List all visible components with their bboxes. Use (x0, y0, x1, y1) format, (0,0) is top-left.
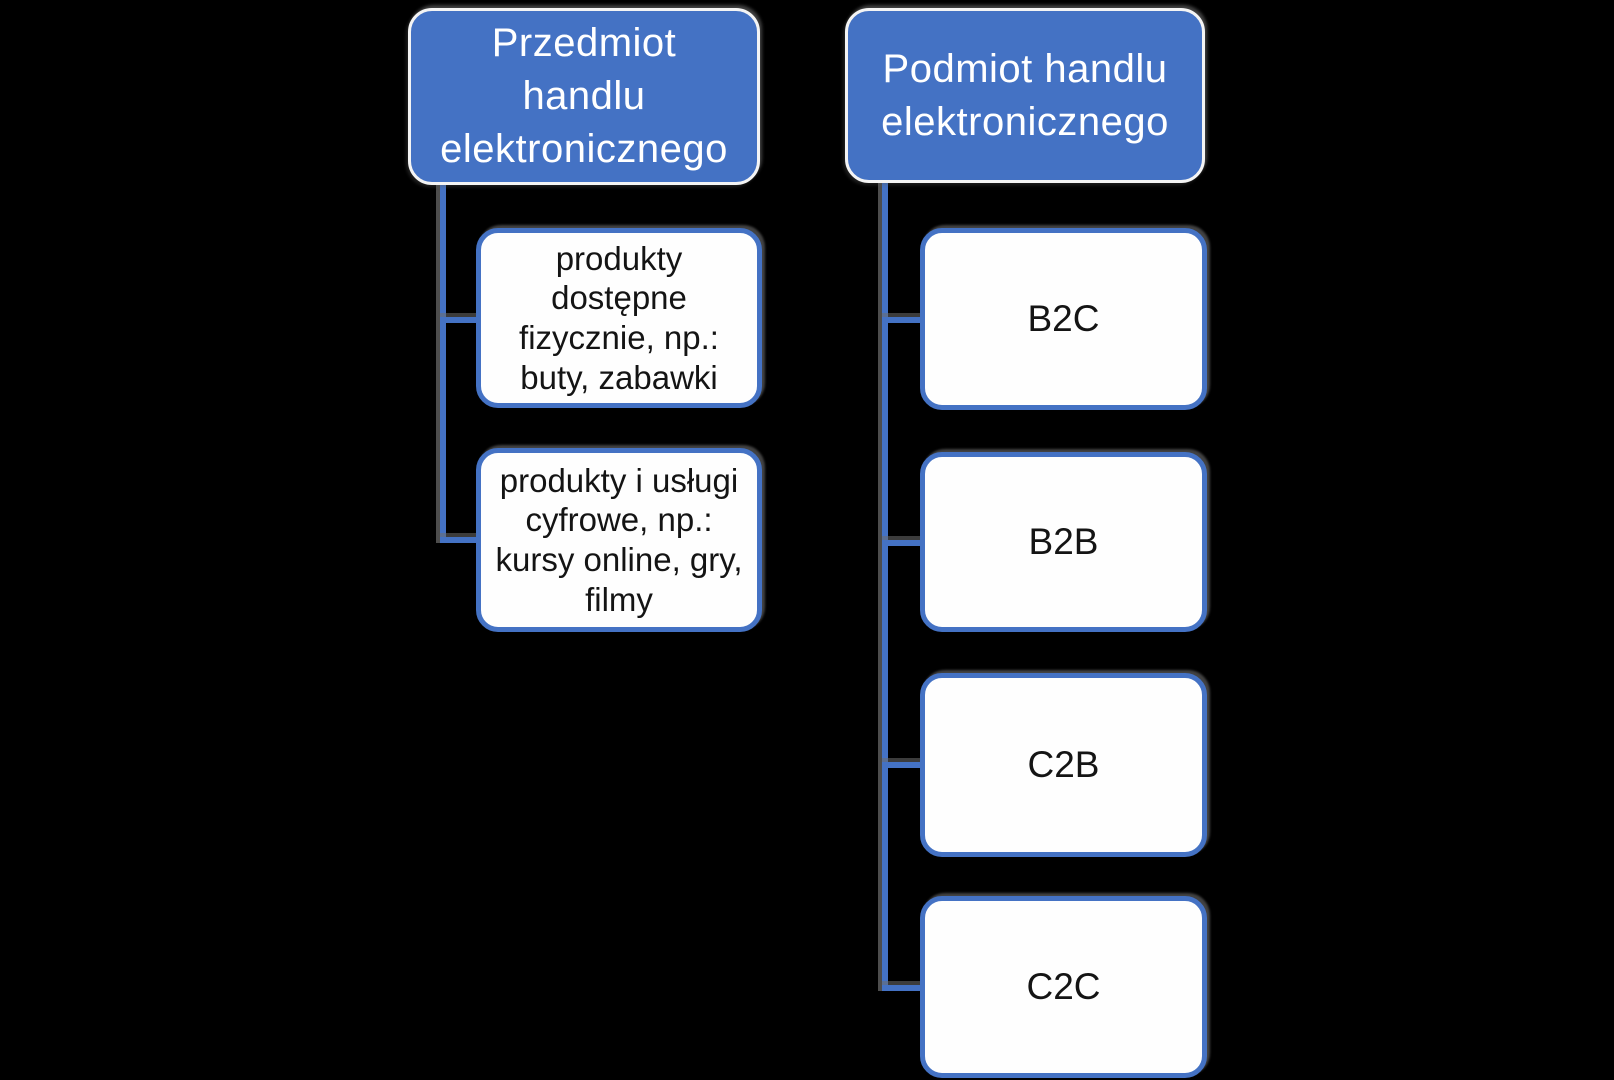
node-produkty-fizyczne: produkty dostępne fizycznie, np.: buty, … (476, 228, 762, 408)
node-podmiot-root: Podmiot handlu elektronicznego (845, 8, 1205, 183)
connector-stub-b2b (882, 540, 924, 546)
node-przedmiot-root-label: Przedmiot handlu elektronicznego (440, 21, 728, 171)
node-przedmiot-root: Przedmiot handlu elektronicznego (408, 8, 760, 185)
node-podmiot-root-label: Podmiot handlu elektronicznego (881, 46, 1169, 144)
connector-stub-c2c (882, 985, 924, 991)
node-c2c: C2C (920, 896, 1207, 1078)
node-b2c: B2C (920, 228, 1207, 410)
node-b2c-label: B2C (1027, 297, 1100, 339)
node-c2c-label: C2C (1026, 965, 1101, 1007)
connector-stub-produkty-cyfrowe (440, 537, 480, 543)
node-c2b: C2B (920, 673, 1207, 857)
connector-stub-b2c (882, 317, 924, 323)
connector-trunk-przedmiot (440, 185, 446, 543)
node-b2b: B2B (920, 452, 1207, 632)
node-produkty-cyfrowe: produkty i usługi cyfrowe, np.: kursy on… (476, 448, 762, 632)
connector-trunk-podmiot (882, 183, 888, 991)
connector-stub-c2b (882, 762, 924, 768)
node-b2b-label: B2B (1028, 520, 1099, 562)
node-produkty-fizyczne-label: produkty dostępne fizycznie, np.: buty, … (519, 239, 719, 396)
connector-stub-produkty-fizyczne (440, 317, 480, 323)
node-produkty-cyfrowe-label: produkty i usługi cyfrowe, np.: kursy on… (495, 461, 743, 618)
node-c2b-label: C2B (1027, 743, 1100, 785)
